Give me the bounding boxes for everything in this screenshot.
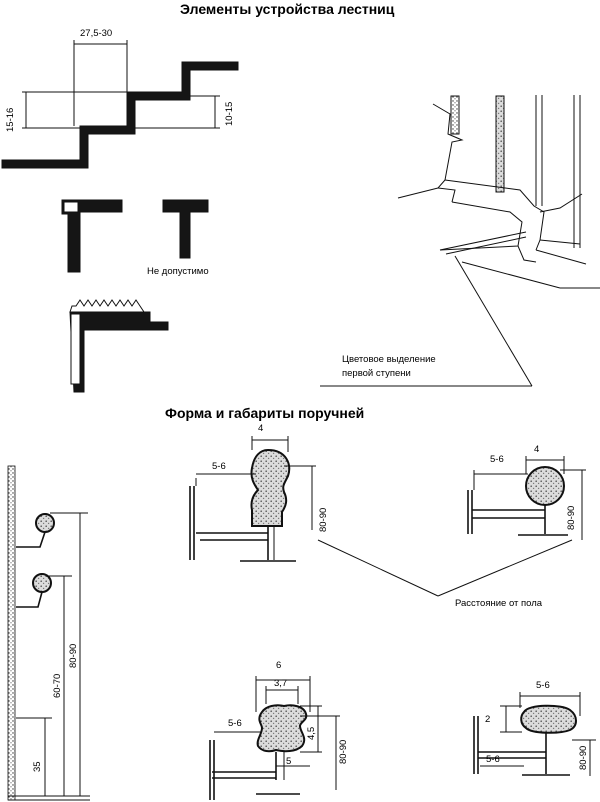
r3-inner-dimension: 3,7 xyxy=(274,678,287,689)
riser-dimension-right: 10-15 xyxy=(224,102,235,126)
r3-offset-dimension: 5-6 xyxy=(228,718,242,729)
first-step-note-line2: первой ступени xyxy=(342,368,411,379)
r1-top-dimension: 4 xyxy=(258,423,263,434)
r1-height-dimension: 80-90 xyxy=(318,508,329,532)
wall-dimension-high: 80-90 xyxy=(68,644,79,668)
nosing-profile-not-allowed xyxy=(162,199,209,259)
not-allowed-label: Не допустимо xyxy=(147,266,209,277)
r2-top-dimension: 4 xyxy=(534,444,539,455)
r4-width-dimension: 5-6 xyxy=(536,680,550,691)
handrail-profile-4 xyxy=(473,692,596,776)
r1-offset-dimension: 5-6 xyxy=(212,461,226,472)
stair-perspective xyxy=(320,95,600,387)
first-step-note-line1: Цветовое выделение xyxy=(342,354,436,365)
riser-dimension-left: 15-16 xyxy=(5,108,16,132)
r4-thick-dimension: 2 xyxy=(485,714,490,725)
r3-width-dimension: 6 xyxy=(276,660,281,671)
handrail-profile-1 xyxy=(189,436,316,562)
floor-distance-label: Расстояние от пола xyxy=(455,598,543,609)
floor-distance-leaders xyxy=(317,539,573,597)
r3-base-dimension: 5 xyxy=(286,756,291,767)
nosing-profile-ribbed xyxy=(69,299,169,393)
stair-profile: 27,5-30 15-16 10-15 xyxy=(1,28,239,169)
r3-floor-dimension: 80-90 xyxy=(338,740,349,764)
r4-floor-dimension: 80-90 xyxy=(578,746,589,770)
r3-height-dimension: 4,5 xyxy=(306,727,317,740)
wall-handrail-elevation xyxy=(7,465,90,801)
r2-offset-dimension: 5-6 xyxy=(490,454,504,465)
stairs-title: Элементы устройства лестниц xyxy=(180,1,395,17)
nosing-profile-allowed xyxy=(61,199,123,273)
handrail-profile-3 xyxy=(209,676,340,800)
r4-offset-dimension: 5-6 xyxy=(486,754,500,765)
wall-dimension-low: 35 xyxy=(32,761,43,772)
wall-dimension-mid: 60-70 xyxy=(52,674,63,698)
r2-height-dimension: 80-90 xyxy=(566,506,577,530)
handrails-title: Форма и габариты поручней xyxy=(165,405,364,421)
tread-dimension: 27,5-30 xyxy=(80,28,112,39)
handrail-profile-2 xyxy=(467,456,586,540)
